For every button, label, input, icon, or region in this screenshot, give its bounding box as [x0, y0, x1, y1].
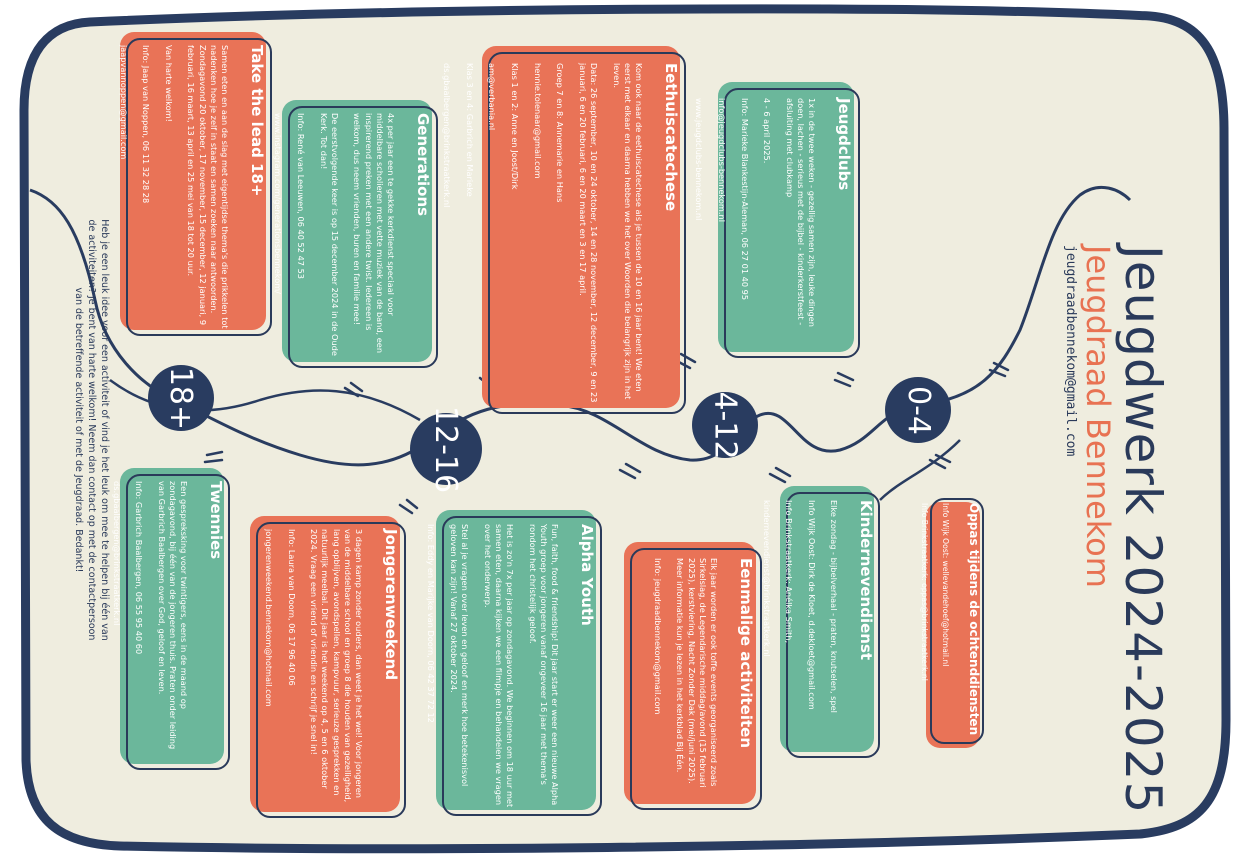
card-alpha-youth: Alpha Youth Fun, faith, food & friendshi…: [426, 510, 602, 816]
card-generations: Generations 4x per jaar een te gekke ker…: [273, 100, 438, 368]
card-title-eenmalige: Eenmalige activiteiten: [737, 558, 755, 749]
card-line: Stel al je vragen over leven en geloof e…: [448, 524, 470, 787]
card-title-kindernevendienst: Kindernevendienst: [857, 500, 875, 661]
card-title-generations: Generations: [414, 113, 432, 217]
card-eenmalige-activiteiten: Eenmalige activiteiten Elk jaar worden e…: [624, 542, 762, 810]
card-line: Groep 7 en 8: Annemarie en Hans: [555, 63, 566, 203]
card-line: info@jeugdclubs-bennekom.nl: [716, 98, 727, 222]
age-label-4-12: 4-12: [707, 390, 743, 460]
card-title-twennies: Twennies: [207, 481, 225, 560]
card-line: Het is zo'n 7x per jaar op zondagavond. …: [482, 524, 516, 808]
card-line: jongerenweekend.bennekom@hotmail.com: [263, 529, 274, 707]
card-title-take-the-lead: Take the lead 18+: [248, 45, 266, 197]
age-circle-0-4: 0-4: [885, 377, 951, 443]
card-line: Info: René van Leeuwen, 06 40 52 47 53: [295, 113, 306, 280]
card-kindernevendienst: Kindernevendienst Elke zondag - bijbelve…: [762, 486, 880, 758]
card-line: Elk jaar worden er ook toffe events geor…: [675, 558, 720, 788]
card-title-alpha-youth: Alpha Youth: [578, 524, 596, 626]
card-line: www.jeugdclubs-bennekom.nl: [694, 98, 705, 221]
card-line: www.instagram.com/generationsbennekom/: [273, 113, 284, 294]
card-line: Info: Laura van Doorn, 06 17 96 40 06: [286, 529, 297, 686]
card-line: Info: Eddy en Marijke van Doorn, 06 42 3…: [426, 524, 436, 723]
card-title-jongerenweekend: Jongerenweekend: [382, 529, 400, 681]
card-line: Info: jeugdraadbennekom@gmail.com: [652, 558, 663, 715]
card-line: Van harte welkom!: [163, 45, 174, 122]
age-label-12-16: 12-16: [428, 405, 464, 493]
header-email: jeugdraadbennekom@gmail.com: [1063, 245, 1078, 457]
page-subtitle: Jeugdraad Bennekom: [1079, 245, 1117, 588]
card-line: Info Wijk Oost: wellevandehoef@hotmail.n…: [940, 503, 950, 667]
card-line: Data: 26 september, 10 en 24 oktober, 14…: [577, 63, 600, 403]
card-eethuiscatechese: Eethuiscatechese Kom ook naar de eethuis…: [442, 46, 686, 414]
card-title-eethuiscatechese: Eethuiscatechese: [662, 63, 680, 212]
card-line: 4x per jaar een te gekke kerkdienst spec…: [352, 113, 397, 354]
card-line: hennie.tolenaar@gmail.com: [532, 63, 543, 179]
card-line: Klas 1 en 2: Anne en Joost/Dirk: [510, 63, 520, 190]
card-line: am@verbania.nl: [487, 63, 498, 131]
age-label-0-4: 0-4: [900, 385, 936, 435]
page-title: Jeugdwerk 2024-2025: [1114, 245, 1172, 815]
card-line: Samen eten en aan de slag met eigentijds…: [186, 45, 231, 329]
card-line: Info: Marieke Blankestijn-Aleman, 06 27 …: [739, 98, 750, 301]
age-circle-4-12: 4-12: [692, 390, 758, 460]
card-title-jeugdclubs: Jeugdclubs: [835, 98, 853, 191]
card-take-the-lead: Take the lead 18+ Samen eten en aan de s…: [119, 32, 272, 336]
card-line: Info: Jaap van Noppen, 06 11 32 28 28: [141, 45, 152, 204]
age-circle-12-16: 12-16: [410, 405, 482, 493]
decorative-ticks: [203, 352, 1010, 515]
card-line: ds.gbaalbergen@brinkstraatkerk.nl: [442, 63, 453, 208]
card-line: Info Wijk Oost: Dirk de Kloet, d.dekloet…: [806, 500, 817, 710]
card-jongerenweekend: Jongerenweekend 3 dagen kamp zonder oude…: [250, 516, 406, 818]
card-jeugdclubs: Jeugdclubs 1x in de twee weken - gezelli…: [694, 82, 860, 358]
card-line: Info: Garbrich Baalbergen, 06 55 95 40 6…: [134, 481, 145, 655]
card-line: ds.gbaalbergen@brinkstraatkerk.nl: [111, 481, 122, 626]
card-line: 3 dagen kamp zonder ouders, dan weet je …: [309, 529, 365, 803]
card-line: Kom ook naar de eethuiscatechese als je …: [611, 63, 645, 400]
age-label-18plus: 18+: [163, 366, 199, 430]
card-line: jaapvannoppen@gmail.com: [118, 45, 129, 160]
card-twennies: Twennies Een gespreksking voor twintiger…: [112, 468, 230, 770]
card-line: Klas 3 en 4: Garbrich en Marieke: [464, 63, 475, 197]
card-line: Info Brinkstraatkerk: oppas@brinkstraatk…: [919, 503, 929, 681]
age-circle-18plus: 18+: [148, 365, 214, 431]
card-line: Elke zondag - bijbelverhaal - praten, kn…: [829, 500, 840, 713]
card-oppas: Oppas tijdens de ochtenddiensten Info Wi…: [920, 498, 984, 748]
card-line: 1x in de twee weken - gezellig samen zij…: [784, 98, 818, 327]
card-line: Info Brinkstraatkerk: Anélka Smith,: [784, 500, 795, 644]
card-title-oppas: Oppas tijdens de ochtenddiensten: [967, 503, 981, 736]
footer-text: Heb je een leuk idee voor een activiteit…: [73, 219, 110, 641]
card-line: Fun, faith, food & friendship! Dit jaar …: [527, 524, 561, 806]
card-line: 4 - 6 april 2025.: [762, 98, 773, 164]
card-line: De eerstvolgende keer is op 15 december …: [318, 113, 340, 356]
card-line: Een gespreksking voor twintigers, eens i…: [156, 481, 190, 750]
